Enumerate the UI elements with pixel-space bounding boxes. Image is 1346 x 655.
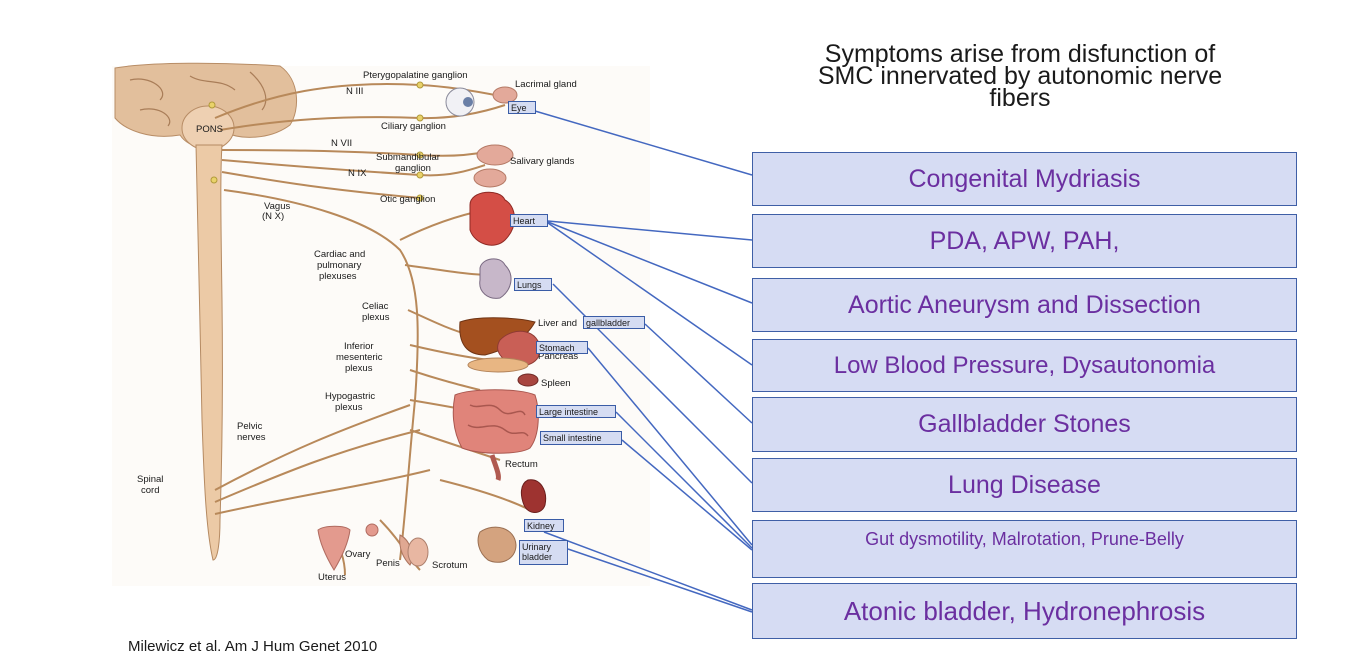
label-ganglion: ganglion <box>395 163 431 174</box>
symptom-box-atonic-bladder: Atonic bladder, Hydronephrosis <box>752 583 1297 639</box>
organ-label-small-intestine: Small intestine <box>540 431 622 445</box>
label-ovary: Ovary <box>345 549 370 560</box>
title-line-3: fibers <box>740 87 1300 109</box>
label-cord: cord <box>141 485 159 496</box>
scrotum-illustration <box>408 538 428 566</box>
label-rectum: Rectum <box>505 459 538 470</box>
label-n7: N VII <box>331 138 352 149</box>
label-plexuses: plexuses <box>319 271 357 282</box>
label-vagus-nx: (N X) <box>262 211 284 222</box>
label-celiac-plexus: plexus <box>362 312 389 323</box>
label-celiac: Celiac <box>362 301 388 312</box>
label-pterygopalatine-ganglion: Pterygopalatine ganglion <box>363 70 468 81</box>
symptom-box-lung-disease: Lung Disease <box>752 458 1297 512</box>
eye-iris <box>463 97 473 107</box>
symptom-box-gut-dysmotility: Gut dysmotility, Malrotation, Prune-Bell… <box>752 520 1297 578</box>
label-n9: N IX <box>348 168 366 179</box>
organ-label-eye: Eye <box>508 101 536 114</box>
label-scrotum: Scrotum <box>432 560 467 571</box>
label-spleen: Spleen <box>541 378 571 389</box>
organ-label-urinary-bladder: Urinary bladder <box>519 540 568 565</box>
symptom-box-low-blood-pressure: Low Blood Pressure, Dysautonomia <box>752 339 1297 392</box>
organ-label-lungs: Lungs <box>514 278 552 291</box>
label-cardiac: Cardiac and <box>314 249 365 260</box>
organ-label-large-intestine: Large intestine <box>536 405 616 418</box>
intestine-illustration <box>453 390 538 454</box>
label-salivary-glands: Salivary glands <box>510 156 574 167</box>
spleen-illustration <box>518 374 538 386</box>
label-pelvic-nerves: nerves <box>237 432 266 443</box>
salivary-gland-2 <box>474 169 506 187</box>
label-mesenteric: mesenteric <box>336 352 382 363</box>
label-n3: N III <box>346 86 363 97</box>
symptom-box-pda-apw-pah: PDA, APW, PAH, <box>752 214 1297 268</box>
label-ciliary-ganglion: Ciliary ganglion <box>381 121 446 132</box>
label-pulmonary: pulmonary <box>317 260 361 271</box>
organ-label-heart: Heart <box>510 214 548 227</box>
label-pons: PONS <box>196 124 223 135</box>
organ-label-stomach: Stomach <box>536 341 588 354</box>
label-hypogastric: Hypogastric <box>325 391 375 402</box>
slide-title: Symptoms arise from disfunction of SMC i… <box>740 43 1300 109</box>
symptom-box-congenital-mydriasis: Congenital Mydriasis <box>752 152 1297 206</box>
label-liver: Liver and <box>538 318 577 329</box>
ovary-illustration <box>366 524 378 536</box>
label-uterus: Uterus <box>318 572 346 583</box>
label-submandibular: Submandibular <box>376 152 440 163</box>
label-lacrimal-gland: Lacrimal gland <box>515 79 577 90</box>
label-mesenteric-plexus: plexus <box>345 363 372 374</box>
symptom-box-aortic-aneurysm: Aortic Aneurysm and Dissection <box>752 278 1297 332</box>
symptom-box-gallbladder-stones: Gallbladder Stones <box>752 397 1297 452</box>
organ-label-kidney: Kidney <box>524 519 564 532</box>
label-penis: Penis <box>376 558 400 569</box>
salivary-gland-1 <box>477 145 513 165</box>
label-otic-ganglion: Otic ganglion <box>380 194 435 205</box>
pancreas-illustration <box>468 358 528 372</box>
label-spinal: Spinal <box>137 474 163 485</box>
label-inferior: Inferior <box>344 341 374 352</box>
label-hypogastric-plexus: plexus <box>335 402 362 413</box>
label-pelvic: Pelvic <box>237 421 262 432</box>
organ-label-gallbladder: gallbladder <box>583 316 645 329</box>
